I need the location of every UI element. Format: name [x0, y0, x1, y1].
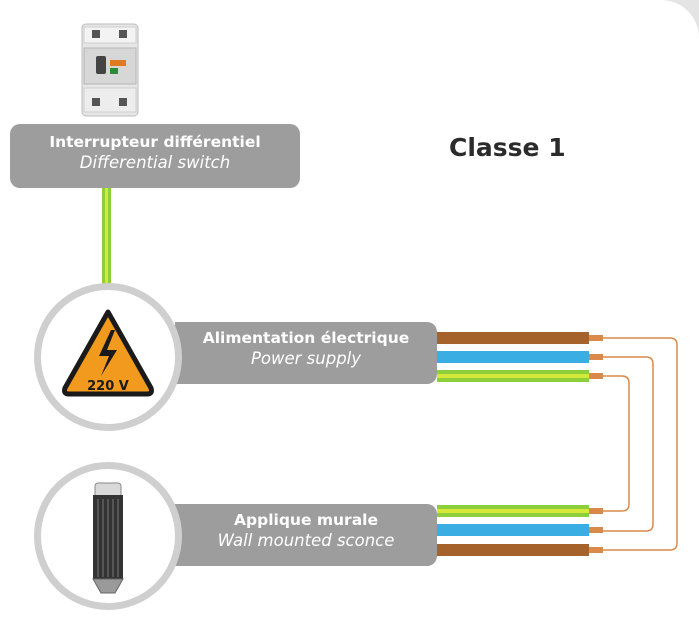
- power-supply-label: Alimentation électrique Power supply: [175, 322, 437, 384]
- switch-earth-wire: [102, 186, 111, 286]
- diagram-title: Classe 1: [449, 133, 566, 162]
- power-earth-cable: [437, 370, 603, 382]
- neutral-connection: [603, 356, 654, 532]
- sconce-neutral-cable: [437, 524, 603, 536]
- power-label-fr: Alimentation électrique: [202, 329, 410, 347]
- switch-label-fr: Interrupteur différentiel: [49, 133, 261, 151]
- sconce-phase-cable: [437, 544, 603, 556]
- wall-sconce-icon: [92, 482, 124, 594]
- sconce-earth-cable: [437, 505, 603, 517]
- power-neutral-cable: [437, 351, 603, 363]
- power-phase-cable: [437, 332, 603, 344]
- power-supply-circle: 220 V: [34, 283, 182, 431]
- sconce-label-en: Wall mounted sconce: [217, 531, 395, 550]
- earth-connection: [603, 375, 630, 512]
- copper-connections: [603, 337, 678, 551]
- voltage-label: 220 V: [87, 379, 129, 394]
- high-voltage-warning-icon: 220 V: [62, 309, 154, 397]
- breaker-icon: [81, 23, 139, 117]
- power-label-en: Power supply: [250, 349, 362, 368]
- wall-sconce-circle: [34, 462, 182, 610]
- differential-switch-label: Interrupteur différentiel Differential s…: [10, 124, 300, 188]
- wall-sconce-label: Applique murale Wall mounted sconce: [175, 504, 437, 566]
- switch-label-en: Differential switch: [79, 153, 231, 172]
- sconce-label-fr: Applique murale: [234, 511, 378, 529]
- phase-connection: [603, 337, 678, 551]
